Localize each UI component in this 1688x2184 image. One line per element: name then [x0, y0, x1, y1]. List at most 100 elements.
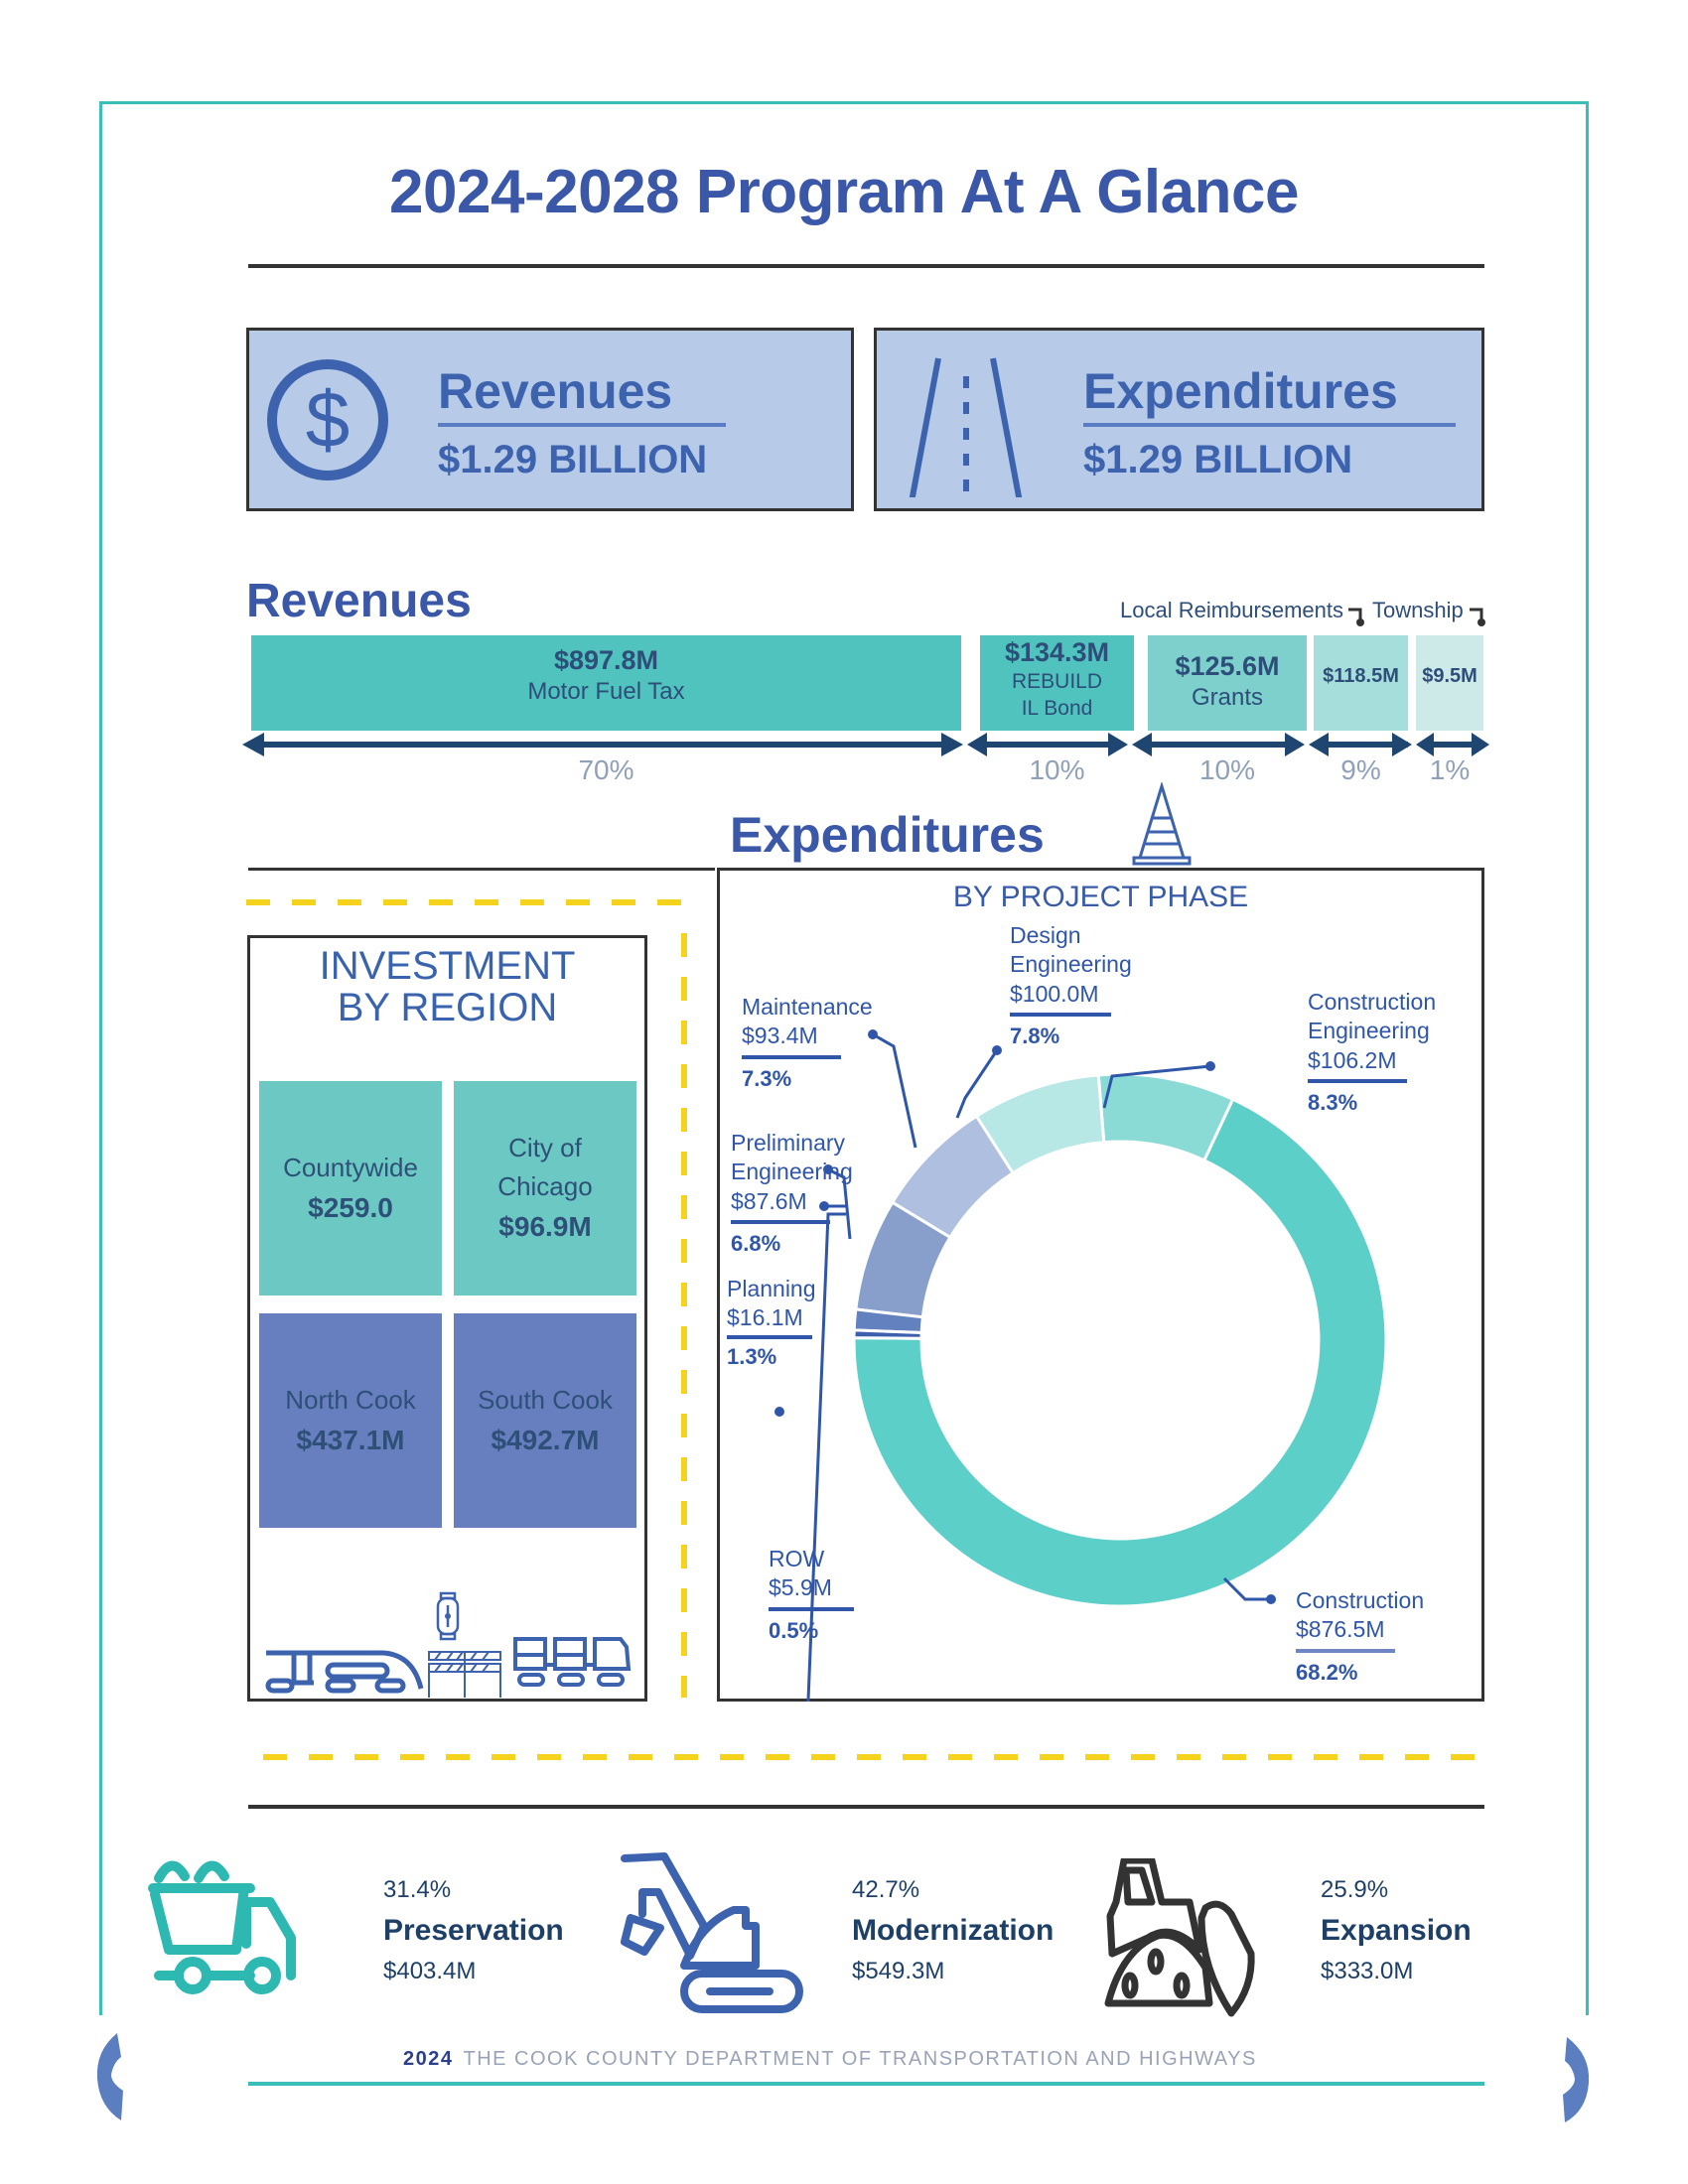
donut-segment [852, 1328, 923, 1340]
bracket-right-icon [1563, 2037, 1590, 2122]
phase-label-preliminary-engineering: Preliminary Engineering $87.6M 6.8% [731, 1129, 880, 1258]
phase-name: Maintenance [742, 994, 873, 1020]
revenue-label: Grants [1191, 684, 1264, 711]
kpi-expenditures-underline [1083, 423, 1456, 427]
traffic-cone-icon [1132, 782, 1192, 866]
revenue-pct: 70% [578, 754, 634, 785]
revenue-pct: 10% [1198, 754, 1256, 785]
expenditures-divider [248, 868, 715, 871]
revenue-amount: $118.5M [1323, 665, 1399, 687]
project-phase-title: BY PROJECT PHASE [952, 881, 1249, 913]
footer-org: THE COOK COUNTY DEPARTMENT OF TRANSPORTA… [463, 2048, 1257, 2070]
phase-name: Construction [1296, 1587, 1425, 1613]
revenue-bar-grants: $125.6M Grants [1148, 635, 1307, 731]
svg-text:$: $ [306, 375, 351, 464]
category-name: Preservation [383, 1914, 564, 1947]
categories-divider [248, 1805, 1484, 1809]
phase-pct: 7.8% [1010, 1024, 1060, 1049]
region-name: North Cook [285, 1384, 416, 1415]
category-pct: 31.4% [383, 1876, 452, 1903]
revenue-amount: $125.6M [1175, 651, 1280, 681]
dump-truck-icon [148, 1860, 296, 1994]
project-phase-donut-chart [774, 1029, 1388, 1702]
phase-pct: 0.5% [769, 1617, 819, 1643]
callout-local-reimbursements: Local Reimbursements [1120, 598, 1343, 622]
revenue-bar-township: $9.5M [1416, 635, 1483, 731]
category-name: Modernization [852, 1914, 1055, 1947]
region-name: South Cook [478, 1384, 613, 1415]
revenue-pct: 9% [1340, 754, 1381, 785]
phase-amount: $876.5M [1296, 1616, 1385, 1643]
phase-underline [727, 1334, 812, 1339]
dollar-circle-icon: $ [267, 359, 388, 480]
revenue-pct: 1% [1429, 754, 1471, 785]
region-title-line2: BY REGION [337, 986, 558, 1029]
phase-amount: $106.2M [1308, 1046, 1397, 1073]
revenue-bar-local-reimbursements: $118.5M [1314, 635, 1408, 731]
phase-label-construction: Construction $876.5M 68.2% [1296, 1586, 1424, 1687]
yellow-dash-right [681, 933, 687, 1698]
region-name: Countywide [283, 1152, 418, 1182]
phase-underline [731, 1220, 830, 1225]
category-name: Expansion [1321, 1914, 1472, 1947]
phase-underline [769, 1606, 854, 1611]
phase-name: Preliminary Engineering [731, 1130, 853, 1185]
phase-amount: $100.0M [1010, 980, 1099, 1007]
donut-segment [852, 1097, 1388, 1608]
phase-label-design-engineering: Design Engineering $100.0M 7.8% [1010, 921, 1149, 1050]
kpi-revenues-label: Revenues [438, 363, 673, 419]
region-value: $492.7M [491, 1424, 600, 1455]
expenditures-heading: Expenditures [730, 807, 1045, 863]
train-icon [265, 1650, 424, 1694]
region-value: $96.9M [498, 1211, 592, 1242]
revenue-amount: $9.5M [1422, 665, 1477, 687]
kpi-expenditures-label: Expenditures [1083, 363, 1398, 419]
phase-pct: 1.3% [727, 1343, 777, 1369]
region-panel: INVESTMENT BY REGION Countywide $259.0 C… [247, 935, 647, 1702]
phase-amount: $5.9M [769, 1574, 832, 1601]
barrier-icon [428, 1651, 501, 1698]
phase-name: Planning [727, 1276, 816, 1301]
bulldozer-icon [1104, 1858, 1255, 2017]
callout-township: Township [1372, 598, 1464, 622]
traffic-light-icon [436, 1591, 460, 1641]
phase-amount: $16.1M [727, 1304, 803, 1331]
kpi-expenditures-card: Expenditures $1.29 BILLION [874, 328, 1484, 511]
kpi-revenues-card: $ Revenues $1.29 BILLION [246, 328, 854, 511]
phase-label-construction-engineering: Construction Engineering $106.2M 8.3% [1308, 988, 1467, 1117]
revenue-amount: $897.8M [553, 645, 659, 675]
title-divider [248, 264, 1484, 268]
revenue-bar-motor-fuel-tax: $897.8M Motor Fuel Tax [251, 635, 961, 731]
revenue-bar-rebuild-il: $134.3M REBUILD IL Bond [980, 635, 1134, 731]
phase-name: Construction Engineering [1308, 989, 1437, 1044]
category-amount: $403.4M [383, 1958, 477, 1984]
kpi-revenues-value: $1.29 BILLION [438, 438, 708, 481]
phase-pct: 7.3% [742, 1065, 792, 1091]
callout-pointer-icon [1348, 608, 1364, 626]
phase-pct: 8.3% [1308, 1090, 1358, 1116]
callout-pointer-icon [1470, 608, 1485, 626]
kpi-expenditures-value: $1.29 BILLION [1083, 438, 1353, 481]
revenues-heading: Revenues [246, 575, 472, 627]
bracket-left-icon [96, 2033, 123, 2120]
yellow-dash-bottom [263, 1754, 1484, 1760]
category-pct: 42.7% [852, 1876, 920, 1903]
revenue-label: REBUILD IL Bond [1011, 670, 1103, 721]
phase-underline [1296, 1648, 1395, 1653]
region-tile-south-cook: South Cook $492.7M [454, 1313, 636, 1528]
region-tile-countywide: Countywide $259.0 [259, 1081, 442, 1296]
phase-name: Design Engineering [1010, 922, 1132, 978]
phase-amount: $93.4M [742, 1023, 818, 1049]
phase-name: ROW [769, 1546, 825, 1571]
phase-label-maintenance: Maintenance $93.4M 7.3% [742, 993, 873, 1093]
revenue-amount: $134.3M [1004, 637, 1110, 667]
category-pct: 25.9% [1321, 1876, 1389, 1903]
phase-amount: $87.6M [731, 1187, 807, 1214]
revenue-label: Motor Fuel Tax [527, 678, 685, 705]
region-value: $259.0 [308, 1191, 393, 1223]
phase-underline [742, 1054, 841, 1059]
yellow-dash-top [246, 899, 683, 905]
phase-pct: 6.8% [731, 1231, 781, 1257]
road-icon [909, 357, 1023, 497]
